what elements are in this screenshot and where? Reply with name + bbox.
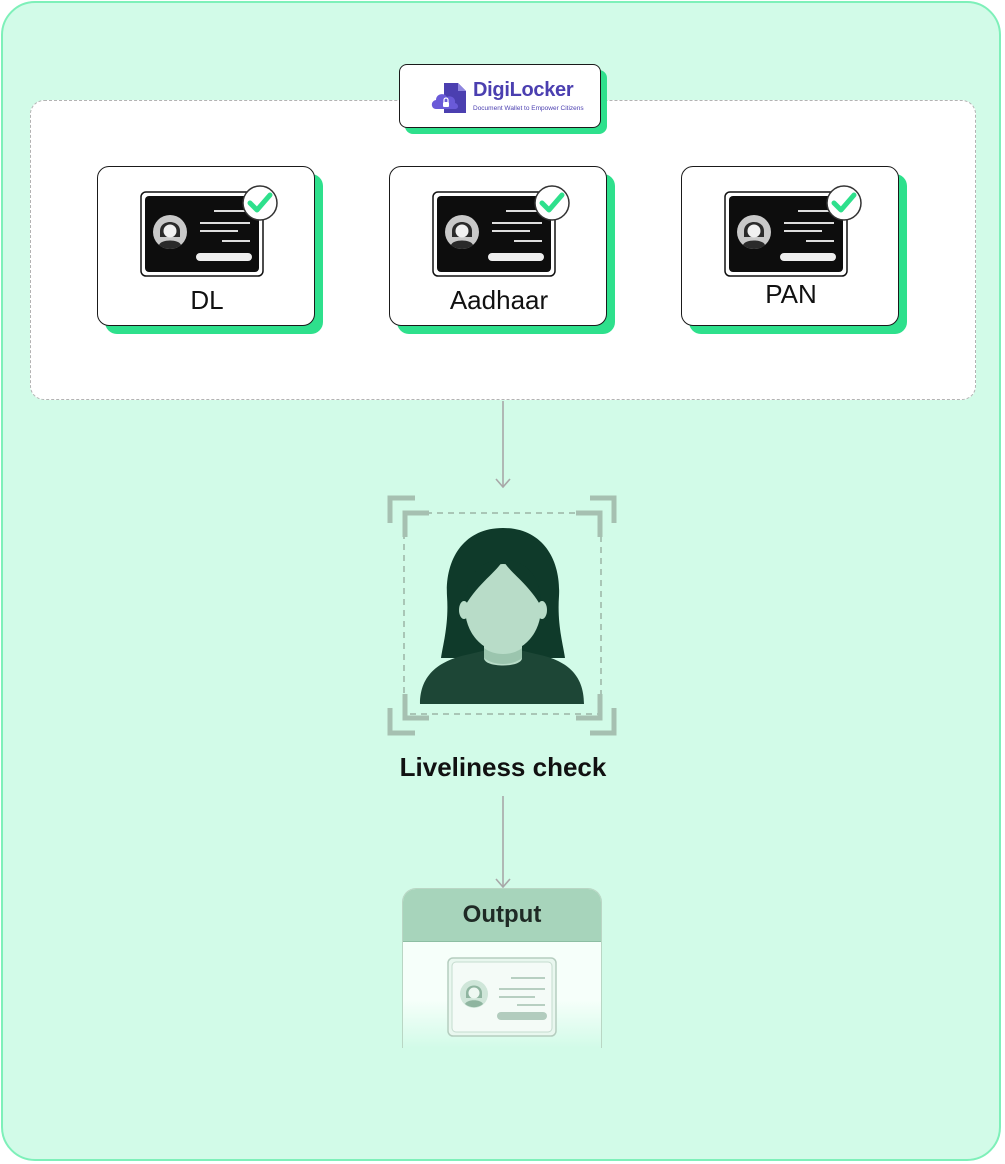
document-label: Aadhaar (449, 285, 549, 315)
brand-name: DigiLocker (473, 79, 574, 101)
face-scan-frame-icon (387, 495, 617, 736)
digilocker-badge: DigiLocker Document Wallet to Empower Ci… (399, 64, 607, 134)
card-face: DL (97, 166, 315, 326)
card-face: PAN (681, 166, 899, 326)
checkmark-icon (242, 185, 278, 221)
checkmark-icon (826, 185, 862, 221)
output-card: Output (402, 888, 602, 1048)
document-card-aadhaar: Aadhaar (389, 166, 615, 334)
cloud-lock-icon (431, 83, 466, 113)
liveliness-check-label: Liveliness check (399, 752, 607, 782)
arrow-to-output (495, 796, 511, 889)
document-card-pan: PAN (681, 166, 907, 334)
badge-face: DigiLocker Document Wallet to Empower Ci… (399, 64, 601, 128)
document-card-dl: DL (97, 166, 323, 334)
id-card-icon (447, 957, 557, 1037)
output-title: Output (403, 889, 601, 942)
card-face: Aadhaar (389, 166, 607, 326)
document-label: PAN (765, 279, 817, 309)
document-label: DL (190, 285, 224, 315)
id-card-icon (724, 185, 862, 277)
id-card-icon (140, 185, 278, 277)
arrow-to-liveliness (495, 401, 511, 489)
person-icon (420, 528, 584, 704)
id-card-icon (432, 185, 570, 277)
checkmark-icon (534, 185, 570, 221)
brand-tagline: Document Wallet to Empower Citizens (473, 105, 584, 112)
